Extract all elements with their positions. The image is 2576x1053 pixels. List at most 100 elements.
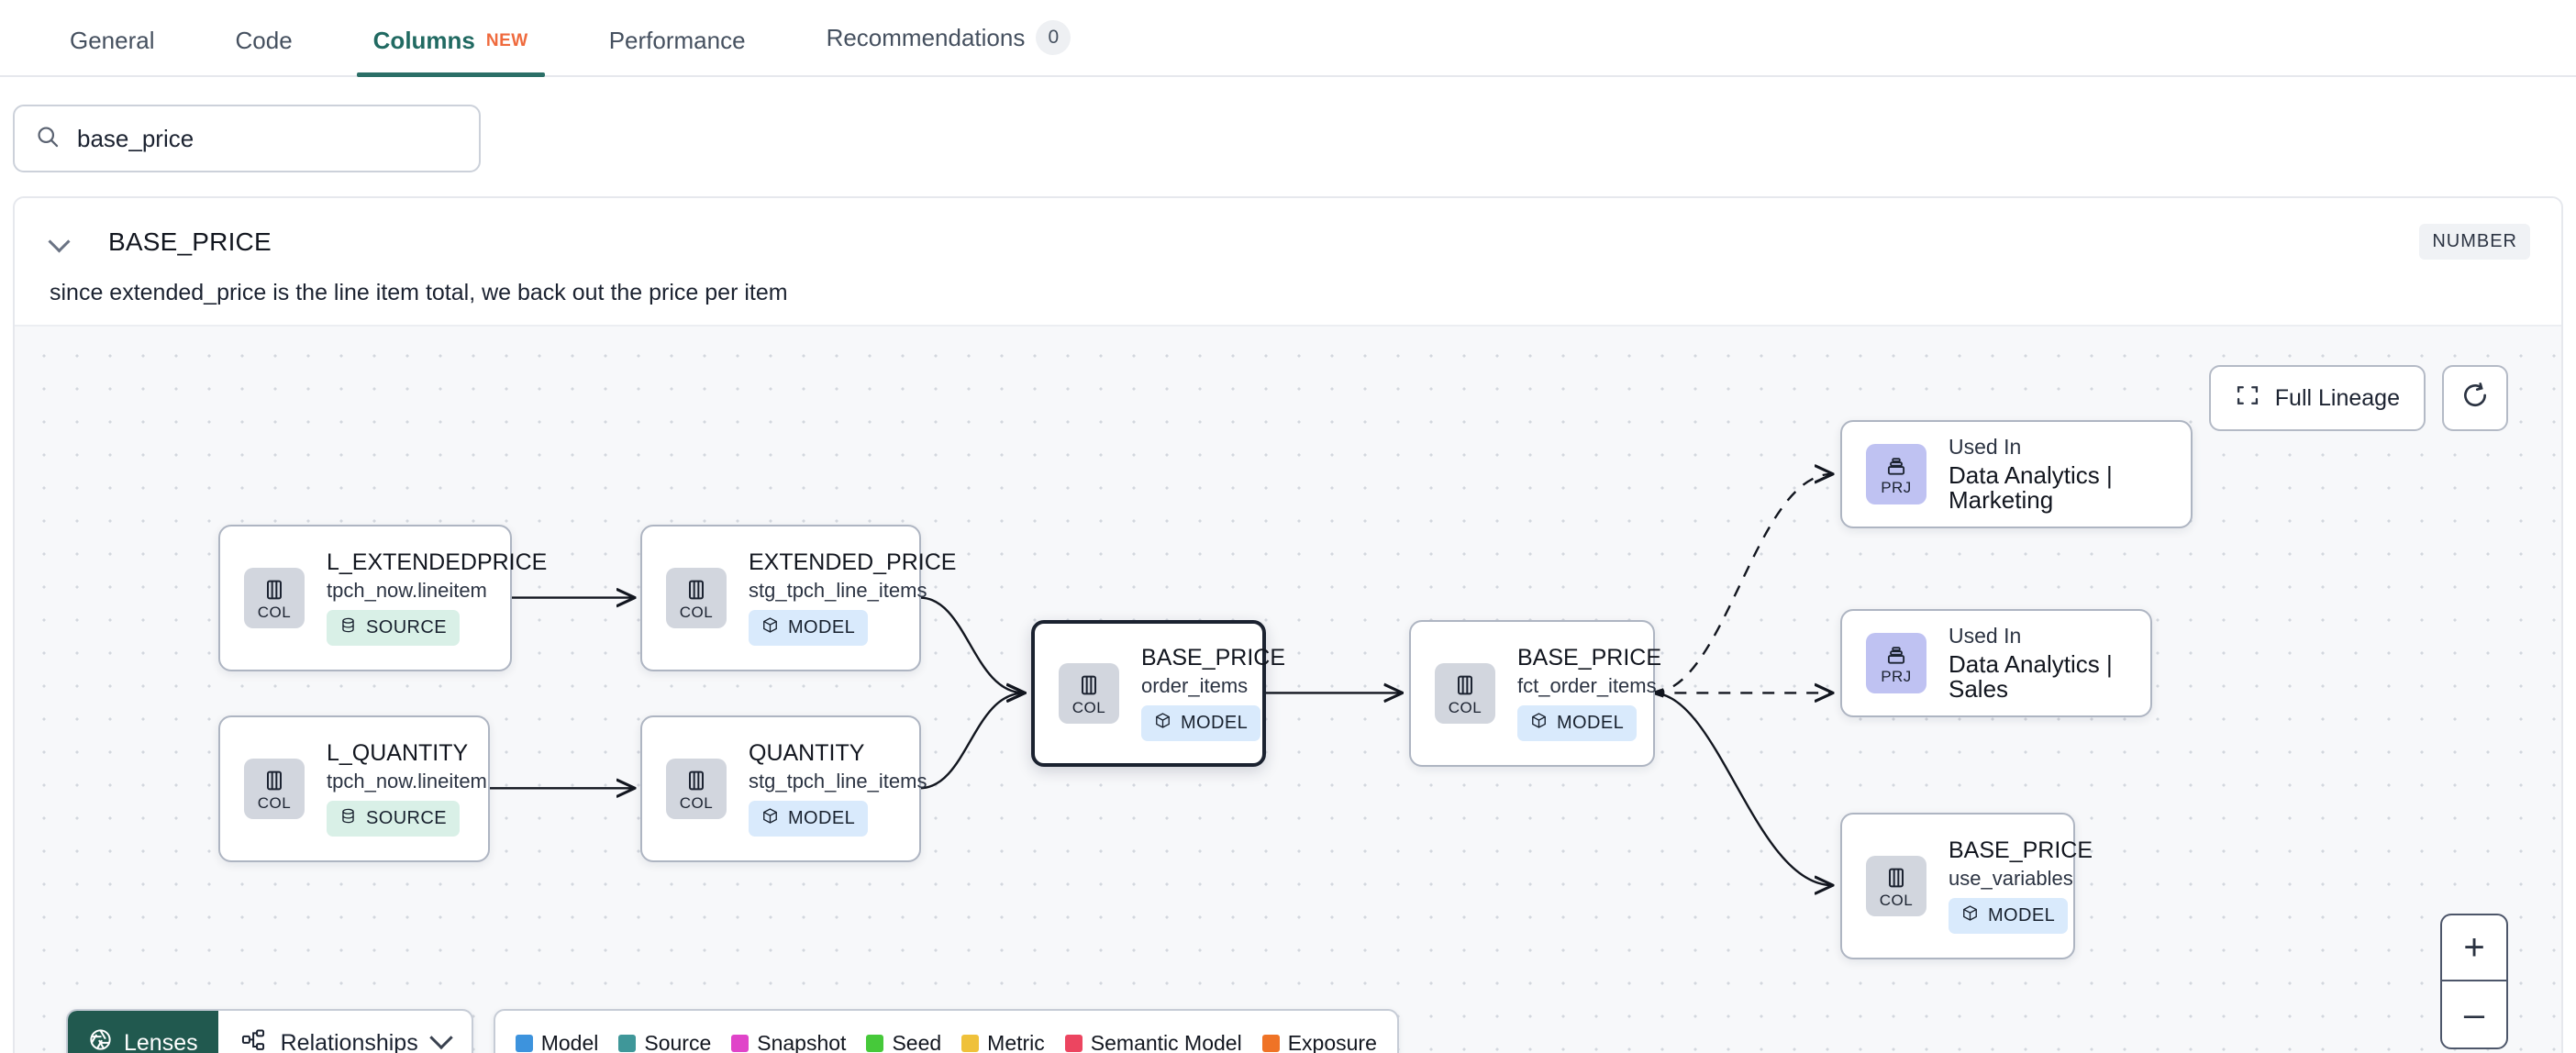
legend-label: Source	[644, 1030, 712, 1053]
column-icon-label: COL	[1879, 891, 1914, 909]
column-icon: COL	[666, 568, 727, 628]
lineage-node-extended-price[interactable]: COL EXTENDED_PRICE stg_tpch_line_items M…	[640, 525, 956, 671]
node-subtitle: tpch_now.lineitem	[327, 770, 487, 793]
column-header: BASE_PRICE NUMBER	[15, 198, 2561, 260]
lineage-node-base-price-fct-order-items[interactable]: COL BASE_PRICE fct_order_items MODEL	[1409, 620, 1661, 767]
relationships-icon	[240, 1027, 266, 1053]
full-lineage-label: Full Lineage	[2274, 384, 2400, 411]
node-subtitle: order_items	[1141, 674, 1249, 698]
lineage-node-l-extendedprice[interactable]: COL L_EXTENDEDPRICE tpch_now.lineitem SO…	[218, 525, 547, 671]
canvas-top-controls: Full Lineage	[2208, 365, 2508, 431]
relationships-button[interactable]: Relationships	[218, 1011, 472, 1053]
node-title: BASE_PRICE	[1949, 837, 2093, 863]
legend-swatch	[1064, 1034, 1083, 1052]
lineage-node-quantity[interactable]: COL QUANTITY stg_tpch_line_items MODEL	[640, 715, 927, 862]
node-tag-model: MODEL	[1141, 705, 1261, 742]
node-tag-label: MODEL	[1181, 713, 1249, 734]
column-icon: COL	[1059, 663, 1119, 724]
tab-label: Code	[235, 27, 293, 54]
column-icon: COL	[1435, 663, 1495, 724]
node-tag-model: MODEL	[1949, 898, 2069, 935]
tab-label: Performance	[608, 27, 746, 54]
node-subtitle: tpch_now.lineitem	[327, 579, 487, 603]
lineage-legend: Model Source Snapshot Seed Metric	[493, 1009, 1399, 1053]
legend-swatch	[1261, 1034, 1280, 1052]
legend-item-seed: Seed	[866, 1031, 941, 1053]
node-subtitle: Data Analytics | Sales	[1949, 649, 2113, 704]
tab-label: Recommendations	[826, 23, 1026, 51]
zoom-out-button[interactable]: –	[2463, 994, 2485, 1035]
node-subtitle: stg_tpch_line_items	[749, 770, 927, 793]
tab-label: General	[70, 27, 155, 54]
chevron-down-icon[interactable]	[50, 232, 70, 252]
tab-recommendations[interactable]: Recommendations 0	[810, 20, 1088, 75]
legend-item-semantic-model: Semantic Model	[1064, 1031, 1242, 1053]
column-icon: COL	[666, 759, 727, 819]
cube-icon	[1530, 712, 1548, 735]
node-title: BASE_PRICE	[1141, 644, 1286, 671]
node-subtitle: stg_tpch_line_items	[749, 579, 927, 603]
legend-label: Seed	[892, 1030, 942, 1053]
search-value: base_price	[77, 124, 194, 152]
tab-code[interactable]: Code	[219, 27, 309, 75]
cube-icon	[1961, 904, 1979, 927]
lineage-node-l-quantity[interactable]: COL L_QUANTITY tpch_now.lineitem SOURCE	[218, 715, 490, 862]
node-tag-label: MODEL	[1988, 905, 2056, 926]
chevron-down-icon	[428, 1025, 453, 1050]
column-icon-label: COL	[257, 603, 292, 621]
node-title: BASE_PRICE	[1517, 644, 1662, 671]
lens-group: Lenses Relationships	[66, 1009, 473, 1053]
zoom-in-button[interactable]: +	[2442, 915, 2506, 981]
column-icon: COL	[1866, 856, 1926, 916]
column-icon-label: COL	[257, 793, 292, 812]
lenses-button[interactable]: Lenses	[68, 1011, 218, 1053]
relationships-label: Relationships	[280, 1029, 418, 1053]
legend-swatch	[961, 1034, 980, 1052]
project-icon: PRJ	[1866, 633, 1926, 693]
node-title: Used In	[1949, 623, 2022, 648]
legend-item-model: Model	[515, 1031, 598, 1053]
column-icon: COL	[244, 568, 305, 628]
project-icon: PRJ	[1866, 444, 1926, 504]
page-title: BASE_PRICE	[108, 227, 272, 256]
lineage-node-used-in-sales[interactable]: PRJ Used In Data Analytics | Sales	[1840, 609, 2152, 717]
lineage-canvas[interactable]: COL L_EXTENDEDPRICE tpch_now.lineitem SO…	[15, 325, 2561, 1053]
node-tag-source: SOURCE	[327, 610, 460, 647]
lenses-label: Lenses	[124, 1029, 198, 1053]
node-tag-label: SOURCE	[366, 617, 447, 638]
tab-general[interactable]: General	[53, 27, 172, 75]
node-title: QUANTITY	[749, 739, 865, 766]
canvas-bottom-toolbar: Lenses Relationships Model	[66, 1009, 1399, 1053]
node-title: EXTENDED_PRICE	[749, 549, 957, 575]
database-icon	[339, 616, 357, 639]
column-icon-label: COL	[1071, 698, 1106, 716]
node-tag-label: SOURCE	[366, 808, 447, 829]
legend-item-source: Source	[618, 1031, 711, 1053]
project-icon-label: PRJ	[1881, 667, 1912, 685]
search-input[interactable]: base_price	[13, 105, 481, 172]
node-subtitle: Data Analytics | Marketing	[1949, 460, 2113, 515]
column-description: since extended_price is the line item to…	[50, 280, 788, 305]
database-icon	[339, 807, 357, 830]
tab-performance[interactable]: Performance	[593, 27, 762, 75]
column-icon-label: COL	[679, 793, 714, 812]
legend-item-snapshot: Snapshot	[731, 1031, 846, 1053]
refresh-button[interactable]	[2442, 365, 2508, 431]
node-tag-model: MODEL	[1517, 705, 1638, 742]
node-tag-model: MODEL	[749, 610, 869, 647]
node-tag-model: MODEL	[749, 801, 869, 837]
tab-columns[interactable]: Columns NEW	[356, 27, 545, 77]
zoom-controls[interactable]: + –	[2440, 914, 2508, 1049]
lineage-node-base-price-use-variables[interactable]: COL BASE_PRICE use_variables MODEL	[1840, 813, 2093, 959]
lineage-node-base-price-order-items[interactable]: COL BASE_PRICE order_items MODEL	[1031, 620, 1285, 767]
full-lineage-button[interactable]: Full Lineage	[2208, 365, 2426, 431]
cube-icon	[1154, 712, 1171, 735]
legend-item-metric: Metric	[961, 1031, 1045, 1053]
node-title: L_QUANTITY	[327, 739, 469, 766]
node-tag-label: MODEL	[788, 617, 856, 638]
lineage-node-used-in-marketing[interactable]: PRJ Used In Data Analytics | Marketing	[1840, 420, 2193, 528]
column-icon: COL	[244, 759, 305, 819]
node-tag-label: MODEL	[1557, 713, 1625, 734]
legend-item-exposure: Exposure	[1261, 1031, 1377, 1053]
legend-swatch	[618, 1034, 637, 1052]
